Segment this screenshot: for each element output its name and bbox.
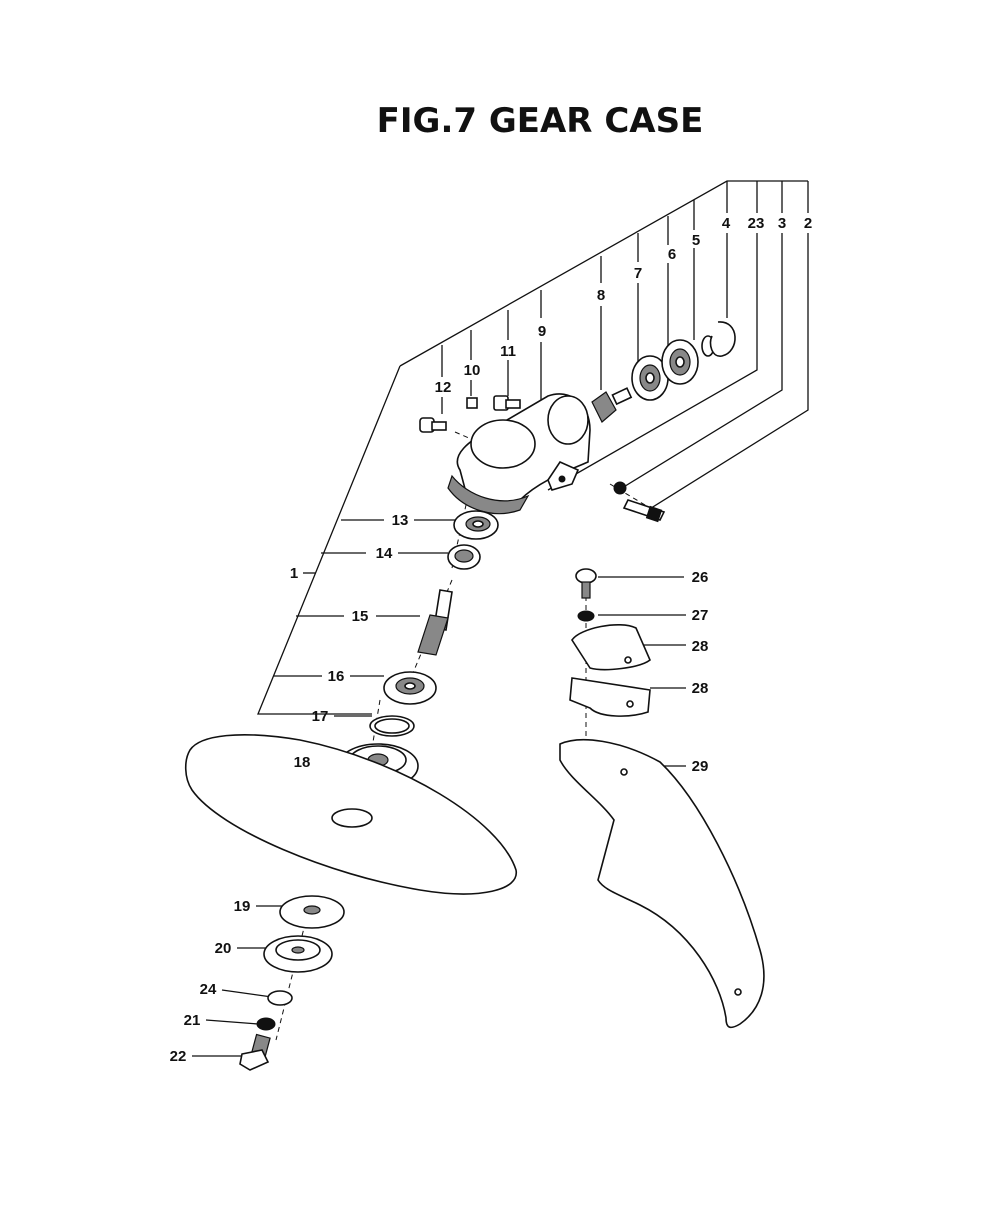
- bearing-16: [383, 671, 437, 705]
- callout-7: 7: [634, 265, 642, 282]
- figure-title: FIG.7 GEAR CASE: [377, 101, 704, 141]
- snap-ring-top: [709, 321, 736, 357]
- lower-bearings: [447, 510, 499, 570]
- callout-11: 11: [500, 343, 516, 360]
- callout-26: 26: [692, 569, 709, 586]
- callout-20: 20: [215, 940, 232, 957]
- callout-19: 19: [234, 898, 251, 915]
- bearing-top: [631, 335, 715, 401]
- blade-guard-29: [559, 739, 765, 1029]
- cutting-blade: [184, 734, 517, 895]
- callout-4: 4: [722, 215, 731, 232]
- callout-28-upper: 28: [692, 638, 709, 655]
- lower-washers: [239, 895, 345, 1071]
- small-screws: [419, 395, 666, 523]
- clamp-bolt-26-27: [575, 568, 597, 622]
- clamp-halves-28: [569, 624, 651, 717]
- callout-18: 18: [294, 754, 311, 771]
- drive-shaft: [417, 589, 453, 656]
- snap-ring-17: [369, 715, 415, 737]
- callout-6: 6: [668, 246, 676, 263]
- callout-23: 23: [748, 215, 765, 232]
- callout-24: 24: [200, 981, 217, 998]
- callout-5: 5: [692, 232, 700, 249]
- callout-13: 13: [392, 512, 409, 529]
- callout-15: 15: [352, 608, 369, 625]
- callout-14: 14: [376, 545, 393, 562]
- callout-21: 21: [184, 1012, 201, 1029]
- callout-16: 16: [328, 668, 345, 685]
- callout-3: 3: [778, 215, 786, 232]
- callout-labels: 2 3 23 4 5 6 7 8 9 11 10 12 13 14 1 15 1…: [170, 215, 813, 1065]
- callout-10: 10: [464, 362, 481, 379]
- callout-12: 12: [435, 379, 452, 396]
- callout-17: 17: [312, 708, 329, 725]
- callout-28-lower: 28: [692, 680, 709, 697]
- bevel-gear-pinion: [591, 387, 633, 423]
- callout-29: 29: [692, 758, 709, 775]
- callout-8: 8: [597, 287, 605, 304]
- callout-2: 2: [804, 215, 812, 232]
- callout-22: 22: [170, 1048, 187, 1065]
- callout-1: 1: [290, 565, 298, 582]
- callout-27: 27: [692, 607, 709, 624]
- gear-case-body: [447, 393, 591, 515]
- callout-9: 9: [538, 323, 546, 340]
